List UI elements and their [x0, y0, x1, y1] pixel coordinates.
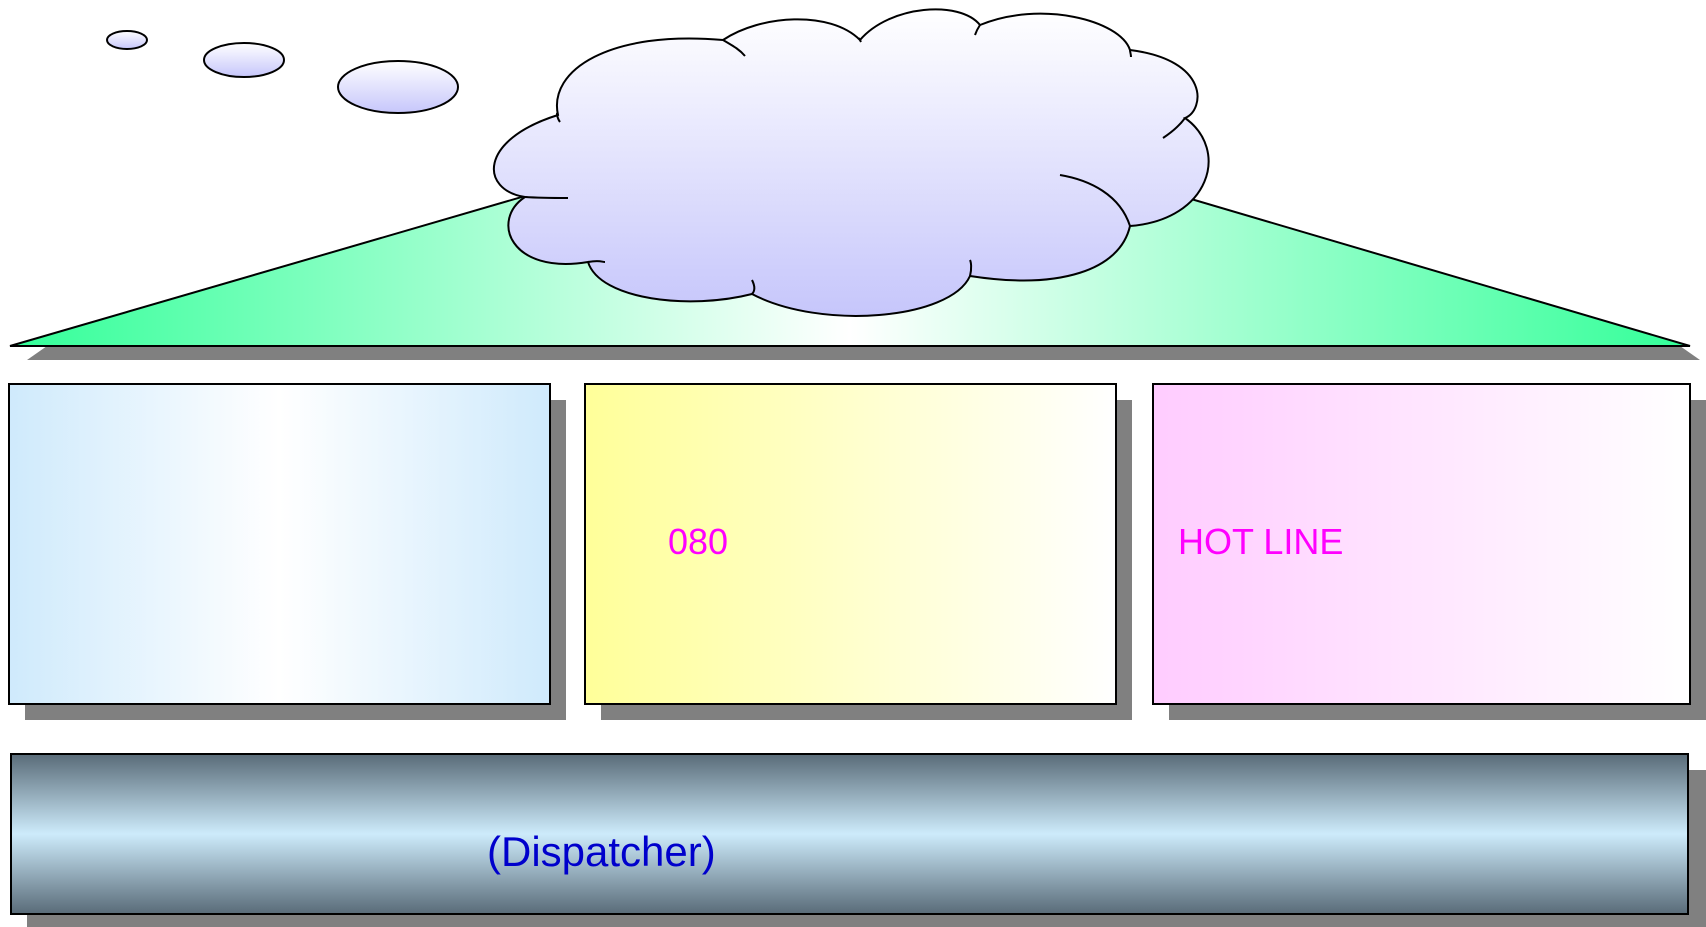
box-3 — [1152, 383, 1691, 705]
cloud-shape — [492, 8, 1210, 317]
box-2 — [584, 383, 1117, 705]
box-1 — [8, 383, 551, 705]
dispatcher-label: (Dispatcher) — [487, 828, 716, 875]
dispatcher-bar — [10, 753, 1689, 915]
roof-shadow — [27, 346, 1700, 360]
box-3-label: HOT LINE — [1178, 521, 1343, 562]
thought-bubble-small — [106, 30, 148, 50]
thought-bubble-medium — [203, 42, 285, 78]
box-2-label: 080 — [668, 521, 728, 562]
thought-bubble-large — [337, 60, 459, 114]
